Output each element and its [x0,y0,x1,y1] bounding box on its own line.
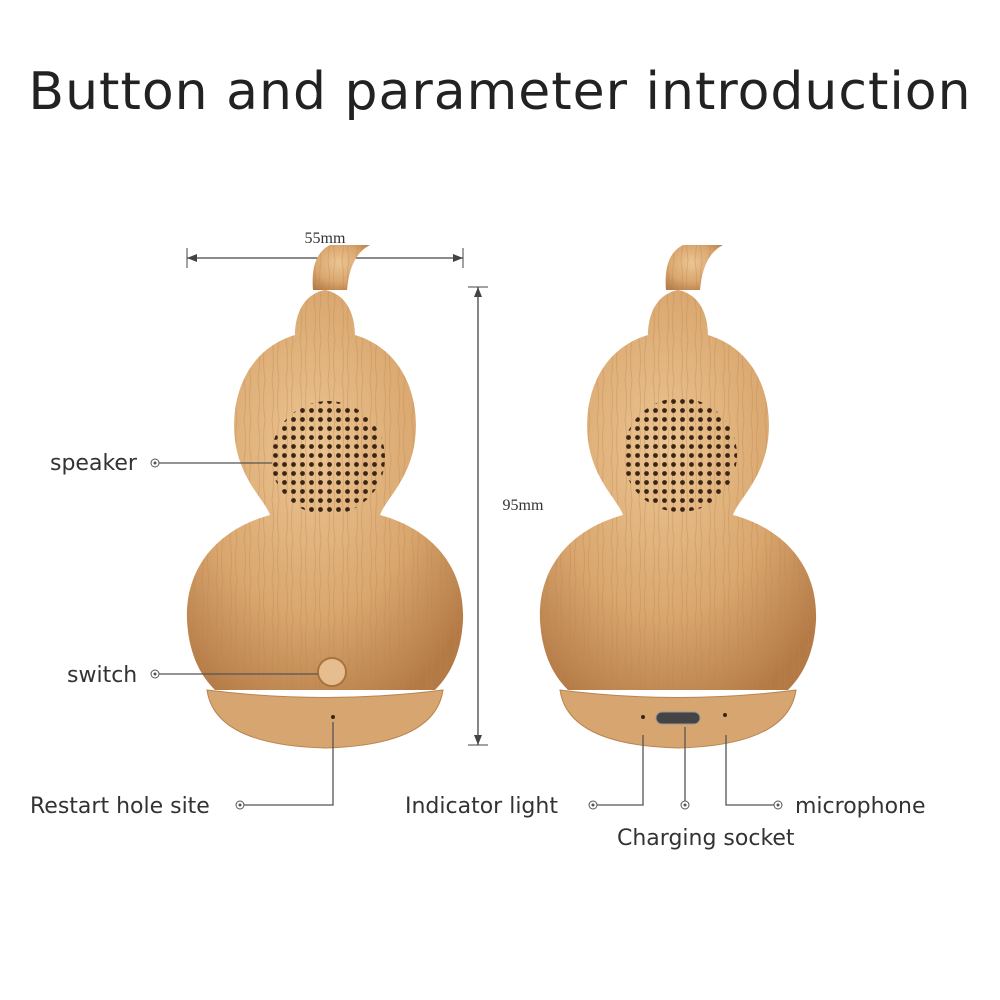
svg-text:Restart hole site: Restart hole site [30,794,210,819]
speaker-front-view [186,244,464,749]
callout-indicator: Indicator light [405,735,644,819]
charging-port [655,711,701,725]
speaker-back-view [539,244,817,749]
height-dimension: 95mm [468,286,544,746]
svg-text:switch: switch [67,663,137,688]
svg-text:Indicator light: Indicator light [405,794,558,819]
callout-speaker: speaker [50,451,272,476]
restart-hole [331,715,335,719]
callout-charging: Charging socket [617,727,795,851]
svg-text:speaker: speaker [50,451,138,476]
height-label: 95mm [503,497,544,514]
width-label: 55mm [305,230,346,247]
speaker-grille-back [623,398,737,512]
switch-button [317,657,347,687]
page-title: Button and parameter introduction [28,62,972,122]
callout-microphone: microphone [725,735,926,819]
callout-restart: Restart hole site [30,722,334,819]
microphone-hole [723,713,727,717]
callout-switch: switch [67,663,318,688]
speaker-grille [271,401,385,515]
svg-text:microphone: microphone [795,794,926,819]
indicator-light-dot [641,715,645,719]
svg-text:Charging socket: Charging socket [617,826,795,851]
